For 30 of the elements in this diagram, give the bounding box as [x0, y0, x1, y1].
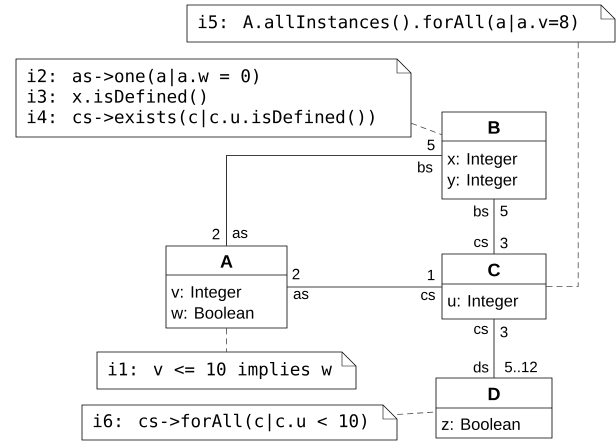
- association-line: [226, 155, 442, 246]
- dashed-connector: [226, 328, 227, 352]
- association-line: [287, 286, 442, 288]
- note-box: i6: cs->forAll(c|c.u < 10): [82, 404, 398, 440]
- end-label: cs: [421, 292, 435, 300]
- end-label: 5: [427, 140, 435, 150]
- class-box: B x: Integer y: Integer: [442, 112, 546, 200]
- note-box: i1: v <= 10 implies w: [96, 352, 356, 390]
- end-label: bs: [418, 162, 432, 172]
- dashed-connector: [410, 122, 442, 135]
- note-box: i5: A.allInstances().forAll(a|a.v=8): [186, 4, 616, 42]
- end-label: 1: [428, 270, 434, 280]
- end-label: ds: [474, 361, 488, 372]
- dashed-connector: [546, 42, 579, 287]
- end-label: 5: [500, 206, 508, 216]
- note-box: i2: as->one(a|a.w = 0) i3: x.isDefined() i4: cs->exists(c|c.u.isDefined()): [16, 58, 412, 138]
- end-label: 2: [292, 268, 300, 280]
- end-label: 3: [500, 326, 508, 338]
- end-label: 3: [500, 238, 508, 248]
- class-box: D z: Boolean: [436, 378, 552, 438]
- end-label: cs: [474, 238, 488, 248]
- end-label: as: [294, 290, 308, 300]
- end-label: bs: [474, 205, 488, 216]
- dashed-connector: [396, 412, 436, 415]
- end-label: as: [232, 230, 248, 238]
- end-label: 2: [212, 228, 220, 240]
- end-label: 5..12: [504, 362, 537, 372]
- class-box: A v: Integer w: Boolean: [166, 246, 288, 328]
- class-box: C u: Integer: [442, 254, 546, 320]
- end-label: cs: [474, 326, 488, 334]
